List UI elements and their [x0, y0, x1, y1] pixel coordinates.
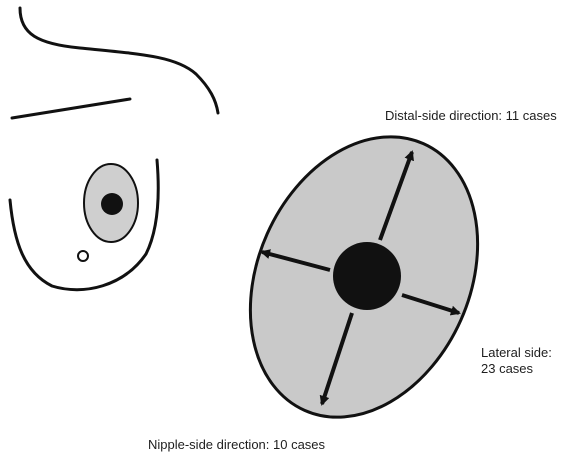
lateral-side-label-line2: 23 cases [481, 361, 552, 377]
lateral-side-label: Lateral side: 23 cases [481, 345, 552, 377]
distal-direction-label: Distal-side direction: 11 cases [385, 108, 557, 124]
nipple-direction-label: Nipple-side direction: 10 cases [148, 437, 325, 453]
inframammary-line [12, 99, 130, 118]
small-tumor [101, 193, 123, 215]
breast-schematic [10, 8, 218, 290]
large-tumor [333, 242, 401, 310]
enlarged-region [208, 101, 520, 454]
lateral-side-label-line1: Lateral side: [481, 345, 552, 361]
breast-contour [10, 160, 158, 290]
upper-body-outline [20, 8, 218, 113]
nipple-marker [78, 251, 88, 261]
